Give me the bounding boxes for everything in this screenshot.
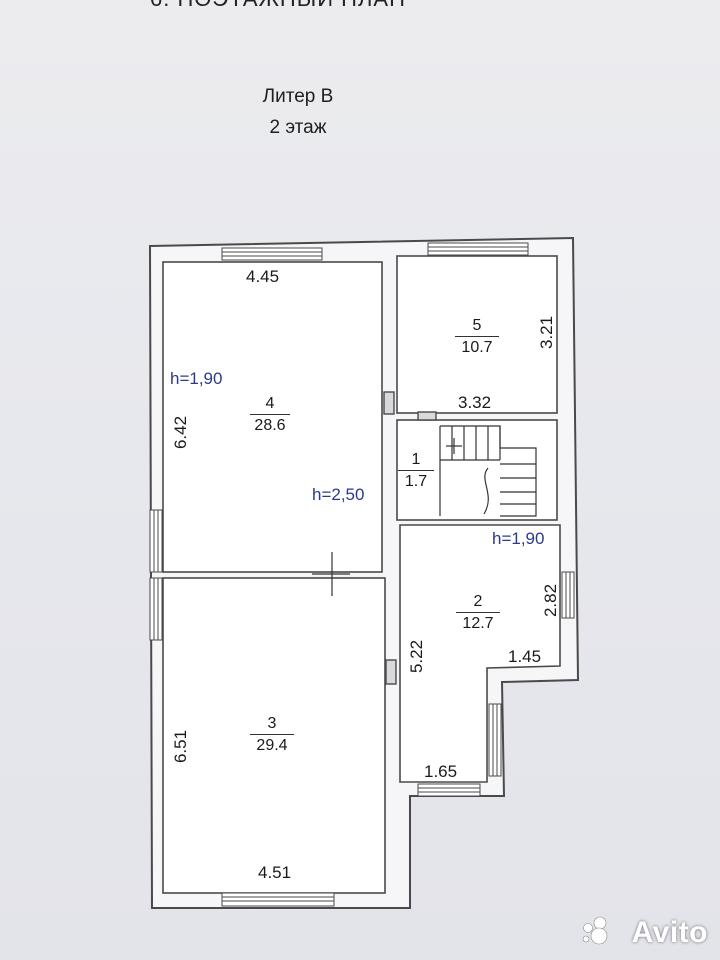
room-3-outline (162, 577, 386, 894)
window-room3-bottom (221, 892, 335, 907)
room-2-area: 12.7 (456, 612, 500, 632)
dim-room2-length: 5.22 (407, 639, 427, 674)
dim-room5-width: 3.32 (458, 393, 492, 412)
dim-room3-length: 6.51 (171, 729, 191, 764)
window-room2-bottom (417, 783, 481, 797)
height-room2: h=1,90 (492, 529, 545, 548)
litera-title: Литер В (262, 86, 334, 107)
window-room5-top (427, 242, 529, 256)
window-room4-top (221, 247, 323, 261)
room-2-label: 2 12.7 (456, 594, 500, 632)
window-room2-right (561, 571, 575, 619)
room-2-outline (399, 524, 561, 783)
avito-watermark: Avito (631, 916, 708, 949)
room-1-number: 1 (411, 451, 421, 468)
staircase-symbol (439, 425, 537, 517)
room-1-area: 1.7 (398, 470, 434, 490)
height-room4: h=1,90 (170, 369, 223, 388)
dim-room2-side: 2.82 (541, 583, 561, 618)
window-room4-left (149, 509, 163, 573)
room-1-outline (396, 419, 558, 521)
dim-room2-step: 1.45 (508, 647, 542, 666)
room-3-number: 3 (267, 715, 277, 732)
dim-room2-bottom: 1.65 (424, 762, 458, 781)
room-3-area: 29.4 (250, 734, 294, 754)
dim-room3-width: 4.51 (258, 863, 292, 882)
room-1-label: 1 1.7 (398, 452, 434, 490)
room-5-area: 10.7 (455, 336, 499, 356)
door-room4 (383, 391, 395, 415)
room-4-label: 4 28.6 (250, 396, 290, 434)
room-4-area: 28.6 (250, 414, 290, 434)
window-room3-left (149, 577, 163, 641)
room-5-number: 5 (472, 317, 482, 334)
room-4-outline (162, 261, 383, 573)
avito-logo-icon (582, 916, 608, 945)
room-2-number: 2 (473, 593, 483, 610)
dim-room4-width: 4.45 (246, 267, 280, 286)
height-center: h=2,50 (312, 485, 365, 504)
door-room2 (385, 659, 397, 685)
room-3-label: 3 29.4 (250, 716, 294, 754)
dim-room4-length: 6.42 (171, 415, 191, 450)
floor-title: 2 этаж (269, 117, 327, 138)
window-room2-lower (488, 703, 502, 777)
room-5-label: 5 10.7 (455, 318, 499, 356)
section-heading: 6. ПОЭТАЖНЫЙ ПЛАН (150, 0, 570, 12)
room-5-outline (396, 255, 558, 414)
room-4-number: 4 (265, 395, 275, 412)
dim-room5-length: 3.21 (537, 315, 557, 350)
door-room1-top (417, 411, 437, 421)
